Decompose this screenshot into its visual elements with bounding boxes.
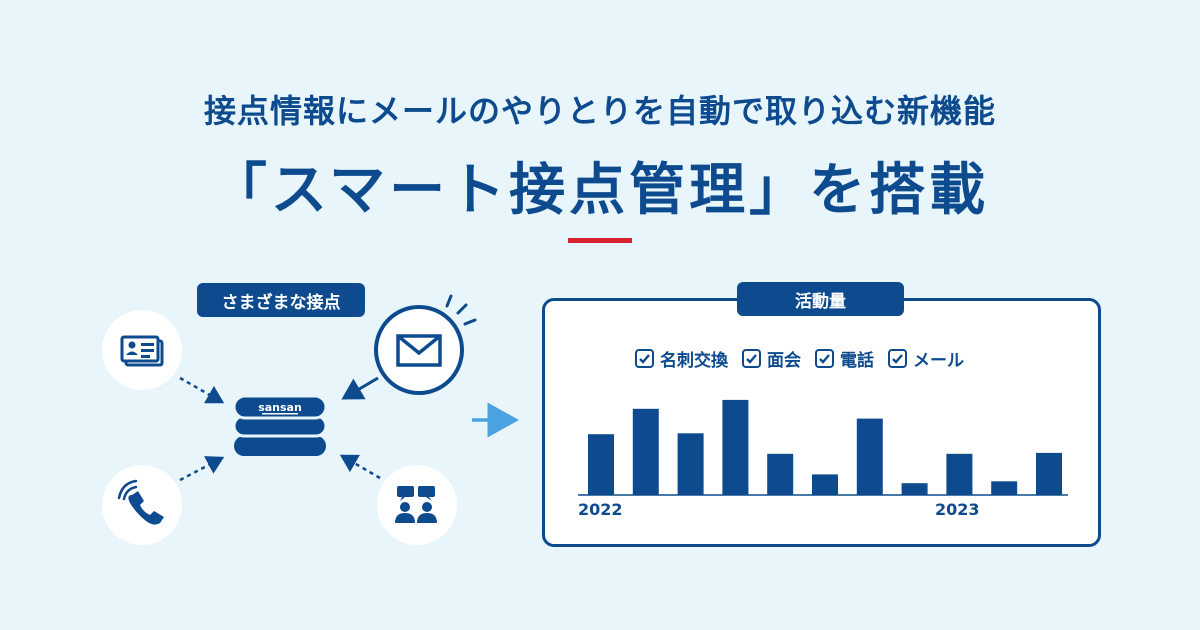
bar-6 <box>856 418 883 495</box>
bar-3 <box>722 399 749 495</box>
legend-item: 名刺交換 <box>635 346 728 371</box>
bar-0 <box>588 434 614 495</box>
checkbox-icon <box>635 348 654 368</box>
meeting-touchpoint <box>377 465 457 545</box>
legend-item: 面会 <box>742 346 801 371</box>
bar-4 <box>767 453 794 495</box>
legend-label: 名刺交換 <box>660 350 728 371</box>
page-title: 「スマート接点管理」を搭載 <box>210 158 990 223</box>
bar-7 <box>901 483 928 495</box>
x-tick-label-2022: 2022 <box>578 500 623 519</box>
activity-label: 活動量 <box>737 282 904 316</box>
business-card-touchpoint <box>102 310 182 390</box>
red-divider <box>568 238 632 243</box>
checkbox-icon <box>742 348 761 368</box>
bar-2 <box>677 433 704 495</box>
mail-icon <box>396 334 442 367</box>
sansan-hub-database-icon: sansan <box>232 394 328 456</box>
legend-label: メール <box>913 350 964 371</box>
chart-legend: 名刺交換 面会 電話 メール <box>635 346 964 371</box>
legend-label: 面会 <box>767 350 801 371</box>
bar-9 <box>991 481 1018 495</box>
phone-icon <box>117 479 164 525</box>
legend-label: 電話 <box>840 350 874 371</box>
checkbox-icon <box>888 348 907 368</box>
x-tick-label-2023: 2023 <box>935 500 980 519</box>
sansan-logo: sansan <box>258 401 302 414</box>
mail-touchpoint <box>374 305 464 395</box>
legend-item: 電話 <box>815 346 874 371</box>
touchpoints-label: さまざまな接点 <box>197 283 365 317</box>
bar-5 <box>812 474 838 495</box>
headline: 接点情報にメールのやりとりを自動で取り込む新機能 <box>203 92 996 130</box>
legend-item: メール <box>888 346 964 371</box>
bar-1 <box>632 408 659 495</box>
bar-8 <box>946 453 973 495</box>
meeting-icon <box>395 486 437 523</box>
business-card-icon <box>120 335 164 367</box>
bar-10 <box>1036 452 1062 495</box>
phone-touchpoint <box>102 465 182 545</box>
checkbox-icon <box>815 348 834 368</box>
